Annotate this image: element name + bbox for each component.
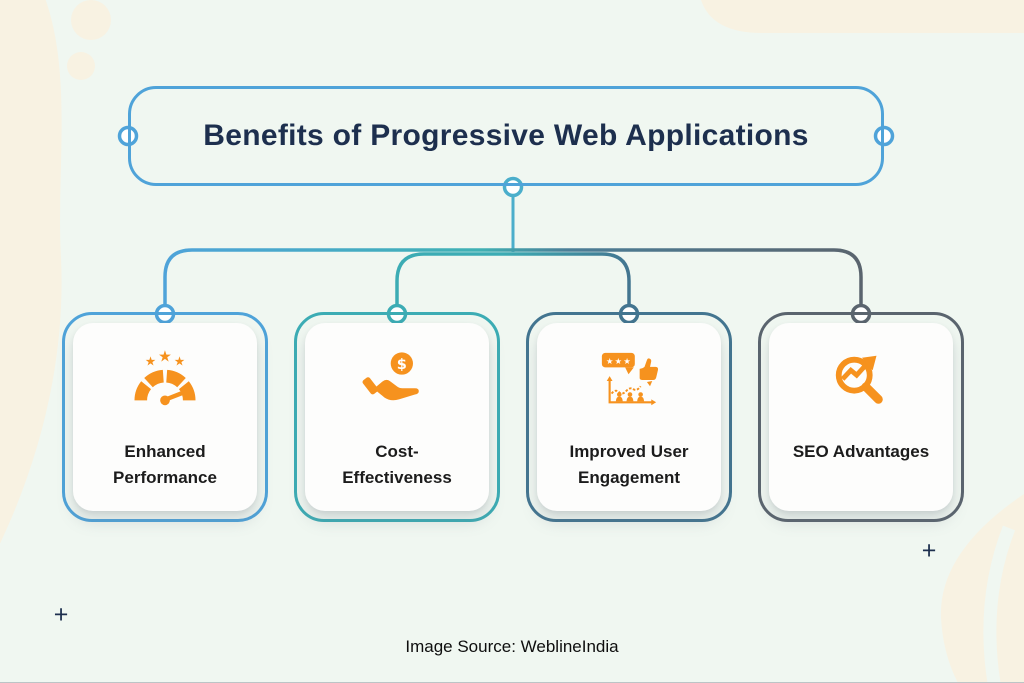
card-body: ★ ★ ★ Improved User Engagement	[537, 323, 721, 511]
magnifier-growth-icon	[835, 355, 883, 404]
speedometer-stars-icon: ★ ★ ★	[134, 349, 196, 406]
svg-text:★: ★	[606, 356, 613, 366]
image-source-caption: Image Source: WeblineIndia	[405, 637, 619, 656]
card-cost-effectiveness: $ Cost-Effectiveness	[294, 312, 500, 522]
page-title: Benefits of Progressive Web Applications	[203, 119, 809, 152]
connector-bracket-inner	[395, 252, 631, 314]
card-enhanced-performance: ★ ★ ★ Enhanced Performance	[62, 312, 268, 522]
plus-mark-left: +	[53, 600, 69, 629]
card-label: Improved User Engagement	[569, 442, 689, 488]
svg-text:★: ★	[145, 353, 156, 368]
svg-text:★: ★	[615, 356, 622, 366]
svg-text:★: ★	[623, 356, 630, 366]
connector-bracket-outer	[163, 248, 863, 314]
review-thumbs-chart-icon: ★ ★ ★	[601, 352, 659, 406]
cream-band-top-right	[701, 0, 1024, 33]
card-body: $ Cost-Effectiveness	[305, 323, 489, 511]
title-box: Benefits of Progressive Web Applications	[128, 86, 884, 186]
cream-circle-small	[67, 52, 95, 80]
card-label: Cost-Effectiveness	[342, 442, 452, 488]
card-body: ★ ★ ★ Enhanced Performance	[73, 323, 257, 511]
card-improved-user-engagement: ★ ★ ★ Improved User Engagement	[526, 312, 732, 522]
cream-blob-left	[0, 0, 62, 544]
card-label: Enhanced Performance	[113, 442, 217, 488]
svg-text:★: ★	[158, 349, 172, 366]
mint-stripe-bottom-right	[983, 525, 1016, 682]
hand-coin-icon: $	[362, 352, 419, 401]
card-seo-advantages: SEO Advantages	[758, 312, 964, 522]
plus-mark-right: +	[921, 536, 937, 565]
card-label: SEO Advantages	[792, 442, 930, 461]
cream-circle-large	[71, 0, 111, 40]
svg-text:★: ★	[174, 353, 185, 368]
svg-text:$: $	[397, 357, 407, 373]
card-body: SEO Advantages	[769, 323, 953, 511]
